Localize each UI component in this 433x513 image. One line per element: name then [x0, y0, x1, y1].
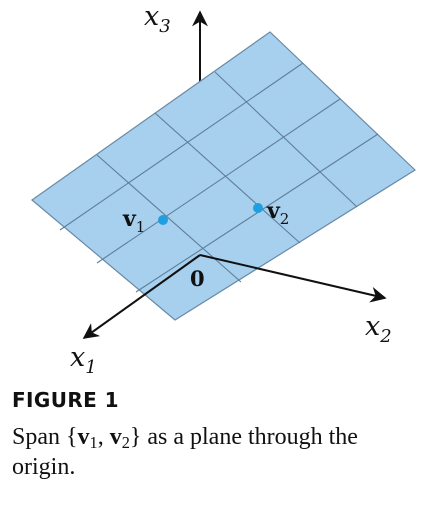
x2-axis-label: x2: [365, 311, 392, 347]
caption-suffix: } as a plane through the origin.: [12, 424, 358, 480]
x1-axis-label: x1: [70, 342, 97, 378]
x1-axis: [82, 254, 201, 339]
v2-label: v2: [266, 198, 289, 228]
caption-prefix: Span {: [12, 424, 78, 450]
x3-axis-label: x3: [144, 1, 171, 37]
caption-v1-sub: 1: [89, 433, 98, 453]
figure-label: FIGURE 1: [12, 388, 119, 412]
v2-point: [253, 203, 263, 213]
origin-label: 0: [190, 266, 205, 291]
caption-v1: v: [77, 424, 90, 450]
caption-separator: ,: [97, 424, 110, 450]
span-plane-diagram: x3 x2 x1 0 v1 v2: [31, 1, 416, 378]
span-plane: [31, 31, 416, 321]
caption-v2: v: [109, 424, 122, 450]
v1-label: v1: [122, 206, 145, 236]
x2-axis: [199, 254, 387, 303]
plane-grid: [59, 62, 379, 293]
v1-point: [158, 215, 168, 225]
caption-v2-sub: 2: [121, 433, 130, 453]
figure-caption: Span {v1, v2} as a plane through the ori…: [12, 422, 422, 482]
figure-caption-block: FIGURE 1 Span {v1, v2} as a plane throug…: [12, 388, 422, 482]
